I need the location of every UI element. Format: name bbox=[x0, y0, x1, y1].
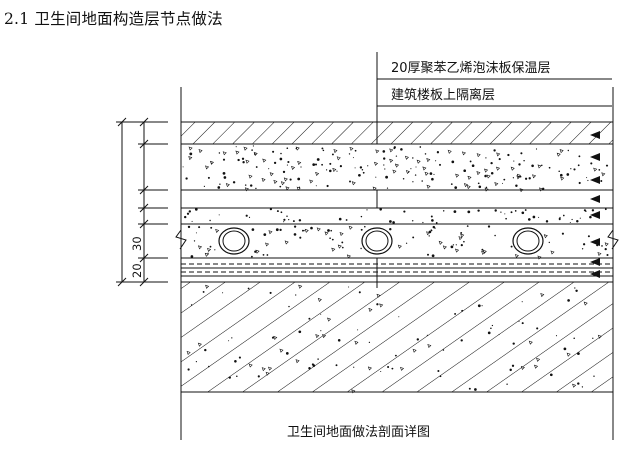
callout-insulation-label: 20厚聚苯乙烯泡沫板保温层 bbox=[391, 61, 551, 76]
dimension-30-label: 30 bbox=[130, 236, 144, 251]
pipe-right bbox=[512, 227, 544, 255]
layer-arrows bbox=[590, 131, 600, 278]
diagram-caption: 卫生间地面做法剖面详图 bbox=[287, 425, 430, 440]
surface-hatch-layer bbox=[180, 121, 614, 145]
page-title: 2.1 卫生间地面构造层节点做法 bbox=[4, 10, 223, 28]
pipe-left bbox=[218, 227, 250, 255]
dimension-chain bbox=[116, 117, 168, 287]
pipe-center bbox=[361, 227, 393, 255]
break-marks bbox=[175, 229, 619, 250]
callout-isolation-label: 建筑楼板上隔离层 bbox=[391, 87, 495, 103]
structural-slab bbox=[180, 281, 614, 393]
heating-pipes bbox=[218, 227, 544, 255]
slab-aggregate bbox=[186, 284, 602, 394]
dimension-20-label: 20 bbox=[130, 263, 144, 278]
membrane-layers bbox=[181, 257, 613, 283]
